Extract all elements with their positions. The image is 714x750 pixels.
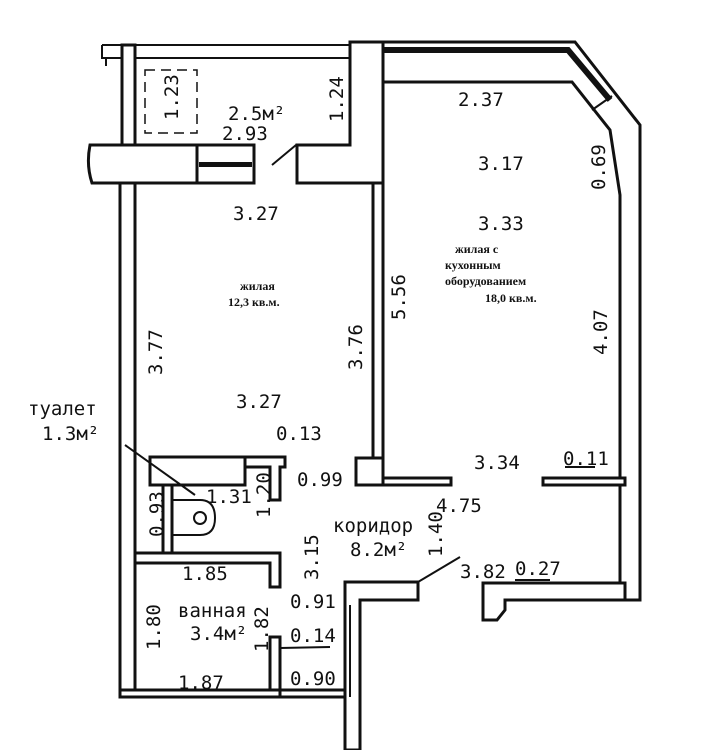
corridor-area: 8.2м² — [350, 539, 407, 561]
balcony-area: 2.5м² — [228, 103, 285, 125]
toilet-drain — [193, 511, 207, 525]
kitchen-name-3: оборудованием — [445, 274, 526, 288]
dim: 1.24 — [326, 76, 348, 122]
dim: 4.07 — [590, 309, 612, 355]
dim: 1.20 — [253, 472, 275, 518]
kitchen-name-2: кухонным — [445, 258, 501, 272]
living-name: жилая — [240, 279, 275, 293]
dim: 0.11 — [563, 448, 609, 470]
toilet-bowl — [172, 499, 217, 536]
dim: 3.27 — [236, 391, 282, 413]
corridor-name: коридор — [333, 515, 413, 537]
dim: 3.77 — [145, 329, 167, 375]
dim: 1.82 — [251, 606, 273, 652]
bathroom-area: 3.4м² — [190, 623, 247, 645]
dim: 1.87 — [178, 672, 224, 694]
kitchen-area: 18,0 кв.м. — [485, 291, 537, 305]
dim: 3.76 — [345, 324, 367, 370]
dimension-labels: 2.93 1.24 3.27 3.77 3.76 5.56 3.27 2.37 … — [143, 76, 612, 694]
kitchen-name-1: жилая с — [455, 242, 499, 256]
window — [199, 162, 252, 167]
dim: 1.40 — [425, 511, 447, 557]
dim: 2.93 — [222, 123, 268, 145]
dim: 0.90 — [290, 668, 336, 690]
dim: 0.14 — [290, 625, 336, 647]
dim: 2.37 — [458, 89, 504, 111]
dim: 3.15 — [301, 534, 323, 580]
dim: 0.13 — [276, 423, 322, 445]
bathroom-name: ванная — [178, 600, 247, 622]
living-area: 12,3 кв.м. — [228, 295, 280, 309]
dim: 3.27 — [233, 203, 279, 225]
dim: 3.82 — [460, 561, 506, 583]
dim: 0.91 — [290, 591, 336, 613]
dim: 0.93 — [146, 491, 168, 537]
dim: 3.34 — [474, 452, 520, 474]
balcony-storage-label: 1.23 — [161, 74, 183, 120]
dim: 0.69 — [588, 144, 610, 190]
storage-box — [144, 69, 198, 134]
dim: 4.75 — [436, 495, 482, 517]
walls — [86, 40, 642, 750]
dim: 1.31 — [206, 486, 252, 508]
dim: 5.56 — [388, 274, 410, 320]
dim: 1.80 — [143, 604, 165, 650]
dim: 0.99 — [297, 469, 343, 491]
toilet-name: туалет — [28, 398, 97, 420]
toilet-area: 1.3м² — [42, 423, 99, 445]
dim: 3.33 — [478, 213, 524, 235]
dim: 0.27 — [515, 558, 561, 580]
dim: 3.17 — [478, 153, 524, 175]
room-labels: 1.23 2.5м² жилая 12,3 кв.м. жилая с кухо… — [28, 74, 537, 645]
dim: 1.85 — [182, 563, 228, 585]
